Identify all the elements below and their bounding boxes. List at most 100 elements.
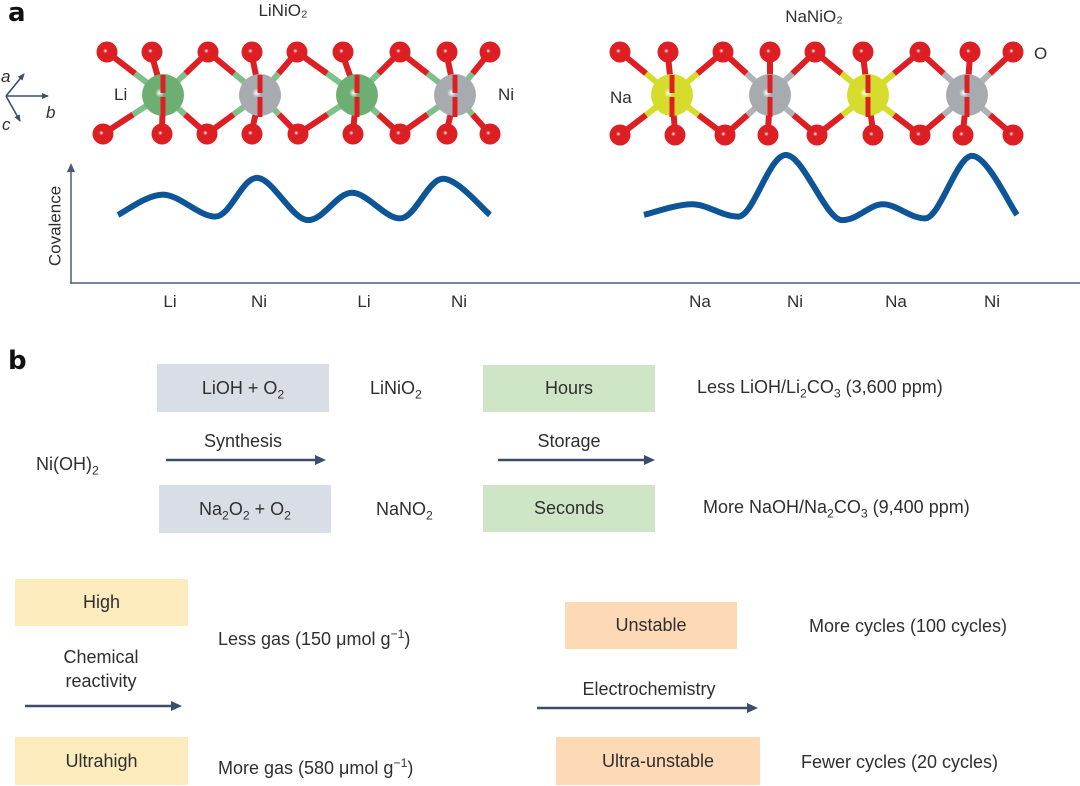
subscript: 2 <box>277 387 285 402</box>
subscript: 2 <box>415 387 422 402</box>
cycles-result-bottom: Fewer cycles (20 cycles) <box>801 752 999 772</box>
oxygen-atom <box>804 41 826 63</box>
text: Less gas (150 μmol g <box>218 629 391 649</box>
oxygen-atom <box>196 123 218 145</box>
storage-label: Storage <box>537 431 601 451</box>
oxygen-atom <box>92 123 114 145</box>
oxygen-atom <box>479 41 501 63</box>
text: More NaOH/Na <box>703 497 828 517</box>
crystal-axes-icon <box>5 73 49 122</box>
oxygen-atom <box>712 41 734 63</box>
oxygen-atom <box>286 41 308 63</box>
oxygen-atom <box>909 41 931 63</box>
product-nano2: NaNO2 <box>376 500 433 522</box>
synthesis-arrowhead <box>315 455 326 465</box>
tick-label: Li <box>357 292 371 311</box>
nickel-atom <box>239 74 281 116</box>
text: (9,400 ppm) <box>867 497 970 517</box>
subscript: 3 <box>860 506 868 521</box>
text: (3,600 ppm) <box>840 377 943 397</box>
subscript: 2 <box>92 463 99 478</box>
text: LiNiO <box>370 378 416 398</box>
tick-label: Ni <box>786 292 804 311</box>
tick-label: Na <box>689 292 711 311</box>
reactivity-arrowhead <box>171 701 182 711</box>
storage-result-bottom: More NaOH/Na2CO3 (9,400 ppm) <box>703 497 970 520</box>
lithium-atom <box>336 74 378 116</box>
axis-c-label: c <box>2 115 11 134</box>
start-material: Ni(OH)2 <box>36 454 99 477</box>
oxygen-atom <box>342 123 364 145</box>
gas-result-top: Less gas (150 μmol g−1) <box>218 627 411 649</box>
oxygen-atom <box>952 124 974 146</box>
product-linio2: LiNiO2 <box>370 378 422 401</box>
subscript: 3 <box>833 386 841 401</box>
tick-label: Ni <box>250 292 268 311</box>
subscript: 2 <box>242 508 250 523</box>
oxygen-atom <box>852 41 874 63</box>
oxygen-atom <box>959 41 981 63</box>
oxygen-atom <box>757 124 779 146</box>
storage-result-top: Less LiOH/Li2CO3 (3,600 ppm) <box>697 377 943 400</box>
superscript: −1 <box>390 627 405 641</box>
subscript: 2 <box>284 508 291 523</box>
text: More gas (580 μmol g <box>218 758 394 778</box>
oxygen-atom <box>609 41 631 63</box>
sodium-atom <box>847 74 889 116</box>
panel-b-label: b <box>8 346 27 376</box>
covalence-plot <box>67 151 1080 284</box>
reagent-box-na2o2: Na2O2 + O2 <box>159 485 331 533</box>
oxygen-atom <box>862 124 884 146</box>
subscript: 2 <box>426 508 433 523</box>
oxygen-atom <box>1002 124 1024 146</box>
electrochemistry-label: Electrochemistry <box>582 679 716 699</box>
oxygen-atom <box>96 41 118 63</box>
structure-title-text: NaNiO₂ <box>785 7 843 26</box>
text: Less LiOH/Li <box>697 377 801 397</box>
text: ) <box>404 629 411 649</box>
oxygen-atom <box>479 123 501 145</box>
axis-c-arrow <box>5 95 21 122</box>
reactivity-label: Chemical reactivity <box>63 645 138 693</box>
tick-label: Ni <box>450 292 468 311</box>
oxygen-atom <box>909 124 931 146</box>
oxygen-atom <box>141 41 163 63</box>
storage-arrowhead <box>644 455 655 465</box>
reactivity-label-line1: Chemical <box>63 647 139 667</box>
text: + O <box>249 498 285 519</box>
structure-title-linio2: LiNiO₂ <box>258 2 307 19</box>
oxygen-atom <box>759 41 781 63</box>
superscript: −1 <box>393 756 408 770</box>
reactivity-box-high: High <box>15 579 188 626</box>
oxygen-atom <box>664 124 686 146</box>
gas-result-bottom: More gas (580 μmol g−1) <box>218 756 414 778</box>
text: Na <box>199 498 223 519</box>
covalence-curve-nanio2 <box>643 151 1020 224</box>
structure-1 <box>609 41 1024 146</box>
electrochemistry-arrowhead <box>747 703 758 713</box>
label-li: Li <box>114 85 128 104</box>
oxygen-atom <box>241 123 263 145</box>
reagent-box-lioh: LiOH + O2 <box>157 364 329 412</box>
axis-a-arrow <box>5 73 25 97</box>
tick-label: Na <box>885 292 907 311</box>
oxygen-atom <box>436 41 458 63</box>
oxygen-atom <box>609 124 631 146</box>
oxygen-atom <box>389 123 411 145</box>
subscript: 2 <box>800 386 807 401</box>
electrochem-box-ultra-unstable: Ultra-unstable <box>556 737 760 785</box>
electrochem-box-unstable: Unstable <box>565 602 737 649</box>
storage-box-seconds: Seconds <box>483 485 655 532</box>
subscript: 2 <box>222 508 229 523</box>
label-na: Na <box>610 88 632 107</box>
oxygen-atom <box>806 124 828 146</box>
cycles-result-top: More cycles (100 cycles) <box>809 616 1008 636</box>
label-o: O <box>1034 44 1048 63</box>
start-material-text: Ni(OH) <box>36 454 92 474</box>
reactivity-box-ultrahigh: Ultrahigh <box>15 737 188 785</box>
reagent-text: LiOH + O2 <box>202 378 285 402</box>
text: ) <box>407 758 414 778</box>
reactivity-label-line2: reactivity <box>65 671 137 691</box>
tick-label: Li <box>163 292 177 311</box>
